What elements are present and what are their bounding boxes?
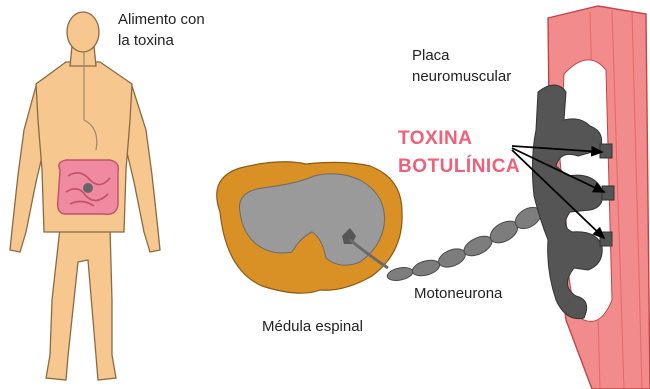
toxin-label-line1: TOXINA <box>398 126 472 152</box>
receptor-site-2 <box>602 186 614 200</box>
plate-label-line1: Placa <box>412 46 450 65</box>
food-label-line2: la toxina <box>118 31 174 50</box>
food-label-line1: Alimento con <box>118 10 205 29</box>
receptor-site-3 <box>600 232 612 246</box>
toxin-in-intestine <box>83 183 93 193</box>
receptor-site-1 <box>600 144 612 158</box>
spinal-cord-label: Médula espinal <box>262 317 363 336</box>
spinal-cord-section <box>217 162 402 293</box>
motoneuron-label: Motoneurona <box>414 284 502 303</box>
plate-label-line2: neuromuscular <box>412 67 511 86</box>
toxin-label-line2: BOTULÍNICA <box>398 154 520 180</box>
